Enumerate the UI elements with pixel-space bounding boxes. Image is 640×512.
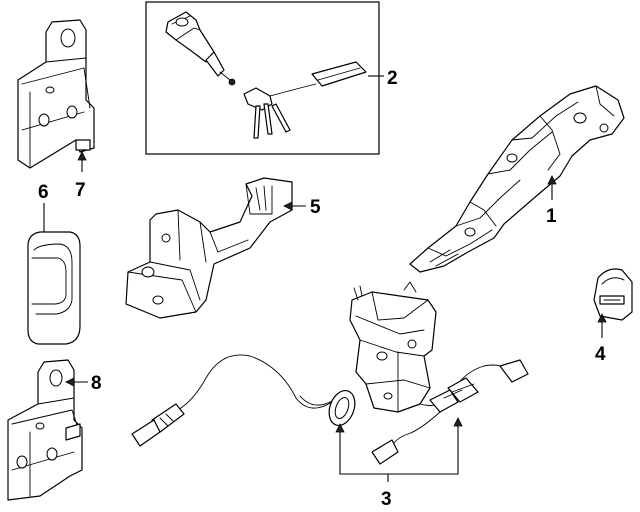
leader-7 bbox=[77, 151, 87, 172]
leader-8 bbox=[65, 377, 88, 387]
part-1-handle-carrier bbox=[409, 85, 625, 273]
callout-3: 3 bbox=[381, 489, 392, 510]
leader-4 bbox=[597, 313, 607, 338]
callout-2: 2 bbox=[387, 68, 398, 89]
callout-1: 1 bbox=[546, 206, 557, 227]
part-4-striker bbox=[593, 268, 633, 321]
part-3-cable-left bbox=[131, 354, 356, 447]
part-7-upper-hinge bbox=[17, 19, 95, 169]
callout-5: 5 bbox=[310, 197, 321, 218]
leader-5 bbox=[283, 201, 306, 211]
part-2-lock-cylinder bbox=[165, 11, 236, 86]
part-2-box bbox=[145, 1, 380, 155]
callout-6: 6 bbox=[38, 182, 49, 203]
leader-3 bbox=[335, 417, 463, 482]
part-2-keys-and-sensor bbox=[243, 61, 367, 139]
part-8-lower-hinge bbox=[7, 359, 83, 501]
callout-4: 4 bbox=[595, 344, 606, 365]
callout-8: 8 bbox=[91, 373, 102, 394]
leader-1 bbox=[547, 175, 557, 200]
part-3-cable-right bbox=[371, 359, 529, 465]
part-3-latch bbox=[349, 281, 437, 413]
part-6-pad bbox=[27, 231, 81, 345]
part-5-door-check bbox=[125, 177, 293, 319]
callout-7: 7 bbox=[75, 180, 86, 201]
